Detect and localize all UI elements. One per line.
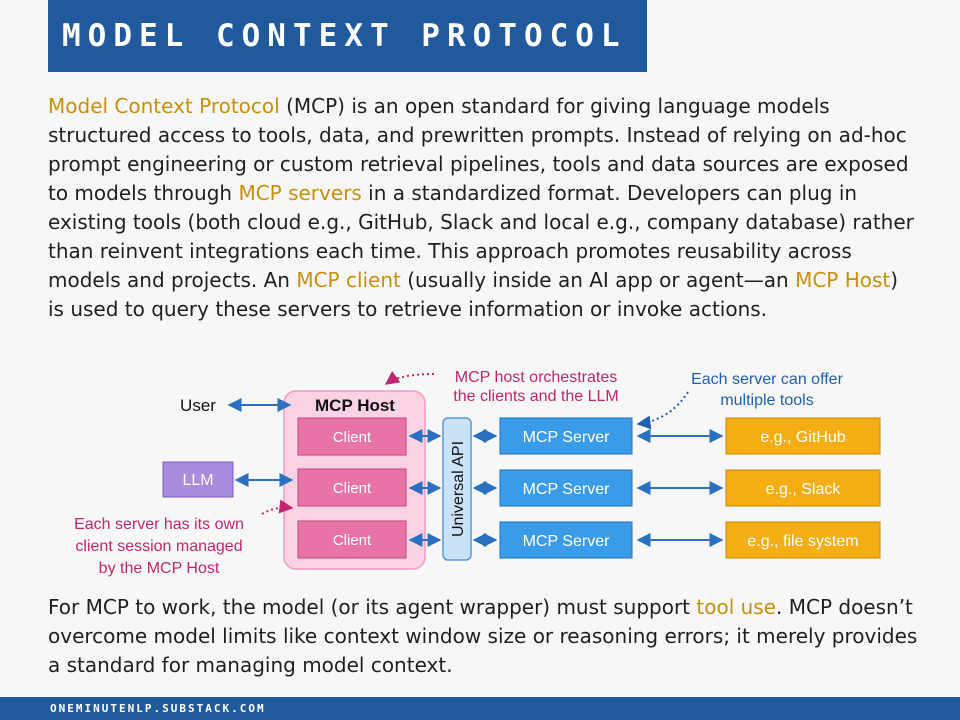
client-label-3: Client — [333, 532, 372, 549]
mcp-server-label-2: MCP Server — [523, 481, 611, 498]
note-host-pointer — [384, 370, 435, 385]
universal-api-label: Universal API — [450, 441, 467, 537]
tool-node-file-system — [725, 521, 881, 559]
client-node-2 — [297, 468, 407, 507]
title-banner: MODEL CONTEXT PROTOCOL — [48, 0, 647, 72]
mcp-server-node-3 — [499, 521, 633, 559]
tool-node-github — [725, 417, 881, 455]
intro-highlight-client: MCP client — [296, 268, 401, 292]
intro-highlight-servers: MCP servers — [238, 181, 362, 205]
intro-text: in a standardized format. Developers can… — [48, 181, 914, 292]
intro-highlight-host: MCP Host — [795, 268, 891, 292]
outro-paragraph: For MCP to work, the model (or its agent… — [48, 593, 918, 680]
mcp-server-node-1 — [499, 417, 633, 455]
tool-label-slack: e.g., Slack — [766, 481, 842, 498]
footer-bar: ONEMINUTENLP.SUBSTACK.COM — [0, 697, 960, 720]
note-server-line-2: multiple tools — [720, 392, 813, 409]
intro-text: (usually inside an AI app or agent—an — [400, 268, 796, 292]
intro-paragraph: Model Context Protocol (MCP) is an open … — [48, 92, 918, 324]
llm-label: LLM — [182, 472, 213, 489]
note-server-pointer — [636, 391, 689, 430]
client-node-1 — [297, 417, 407, 456]
page-title: MODEL CONTEXT PROTOCOL — [62, 18, 627, 54]
llm-node — [162, 461, 234, 498]
mcp-host-label: MCP Host — [315, 396, 395, 415]
mcp-server-label-1: MCP Server — [523, 429, 611, 446]
note-client-line-2: client session managed — [75, 538, 242, 555]
user-label: User — [180, 396, 216, 415]
outro-highlight-tool-use: tool use — [696, 595, 777, 619]
note-client-line-3: by the MCP Host — [99, 560, 220, 577]
note-client-pointer — [261, 499, 294, 515]
client-label-1: Client — [333, 429, 372, 446]
outro-text: For MCP to work, the model (or its agent… — [48, 595, 697, 619]
intro-highlight-mcp: Model Context Protocol — [48, 94, 280, 118]
tool-label-file-system: e.g., file system — [747, 533, 858, 550]
mcp-server-label-3: MCP Server — [523, 533, 611, 550]
client-label-2: Client — [333, 480, 372, 497]
note-client-line-1: Each server has its own — [74, 516, 244, 533]
outro-text: . MCP doesn’t overcome model limits like… — [48, 595, 918, 677]
intro-text: ) is used to query these servers to retr… — [48, 268, 899, 321]
note-server-line-1: Each server can offer — [691, 371, 843, 388]
footer-url[interactable]: ONEMINUTENLP.SUBSTACK.COM — [50, 702, 266, 715]
client-node-3 — [297, 520, 407, 559]
universal-api-node — [442, 417, 472, 561]
note-host-line-1: MCP host orchestrates — [455, 369, 617, 386]
tool-label-github: e.g., GitHub — [760, 429, 845, 446]
intro-text: (MCP) is an open standard for giving lan… — [48, 94, 909, 205]
mcp-server-node-2 — [499, 469, 633, 507]
note-host-line-2: the clients and the LLM — [453, 388, 618, 405]
tool-node-slack — [725, 469, 881, 507]
